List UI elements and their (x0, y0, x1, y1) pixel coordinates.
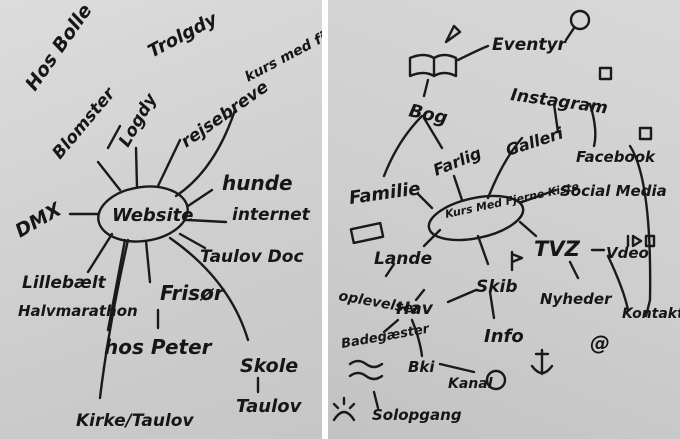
book-icon (408, 53, 458, 78)
label-badegaster: Badegæster (340, 321, 432, 351)
label-farlig: Farlig (430, 143, 484, 179)
label-rejsebrev: rejsebreve (177, 77, 272, 152)
label-skib: Skib (476, 277, 518, 297)
label-dmx: DMX (12, 198, 67, 242)
instagram-icon (598, 66, 613, 81)
label-lillebaelt: Lillebælt (22, 273, 107, 293)
label-halvmarathon: Halvmarathon (18, 302, 138, 320)
label-kirke-taulov: Kirke/Taulov (76, 411, 194, 431)
clock-icon (485, 369, 507, 391)
label-hunde: hunde (222, 171, 293, 195)
flag-icon (510, 250, 524, 272)
at-icon: @ (590, 331, 610, 355)
label-info: Info (484, 326, 524, 347)
label-blomster: Blomster (49, 83, 121, 163)
facebook-icon (638, 126, 653, 141)
sun-icon (332, 396, 356, 422)
label-galleri: Galleri (503, 123, 566, 160)
label-kurs-fjerne: kurs med fjerne k. (242, 4, 322, 86)
waves-icon (348, 359, 384, 381)
label-taulov-doc: Taulov Doc (200, 247, 304, 267)
label-taulov: Taulov (236, 396, 303, 417)
label-nyheder: Nyheder (540, 290, 613, 308)
center-ellipse (427, 194, 525, 242)
mindmap-kurs-drawing: @ Eventyr (332, 9, 680, 424)
label-vdeo: Vdeo (606, 244, 649, 262)
label-bki: Bki (408, 358, 435, 376)
label-lande: Lande (374, 249, 432, 269)
pencil-icon (444, 24, 462, 44)
mindmap-photo-website: Hos Bolle Trolgdy kurs med fjerne k. Blo… (0, 0, 322, 439)
label-familie: Familie (348, 178, 422, 209)
label-facebook: Facebook (576, 148, 656, 166)
label-kontakt: Kontakt (622, 306, 680, 322)
label-logdy: Logdy (115, 90, 162, 151)
anchor-icon (530, 348, 554, 376)
mindmap-photo-kurs: @ Eventyr (328, 0, 680, 439)
label-tvz: TVZ (534, 237, 581, 261)
money-icon (349, 221, 385, 245)
label-friser: Frisør (160, 281, 225, 305)
video-icon (626, 234, 656, 248)
label-eventyr: Eventyr (492, 35, 568, 55)
center-label-website: Website (112, 205, 194, 226)
label-hos-peter: hos Peter (104, 335, 213, 359)
label-kanal: Kanal (448, 376, 493, 392)
globe-icon (569, 9, 591, 31)
label-social-media: Social Media (560, 182, 667, 200)
label-skole: Skole (240, 355, 298, 377)
label-instagram: Instagram (509, 85, 609, 118)
photo-divider (322, 0, 328, 439)
label-hav: Hav (396, 299, 434, 319)
label-trolgdy: Trolgdy (144, 8, 221, 62)
label-solopgang: Solopgang (372, 406, 462, 424)
label-hos-bolle: Hos Bolle (21, 0, 97, 95)
label-internet: internet (232, 205, 311, 225)
mindmap-website-drawing: Hos Bolle Trolgdy kurs med fjerne k. Blo… (12, 0, 323, 431)
